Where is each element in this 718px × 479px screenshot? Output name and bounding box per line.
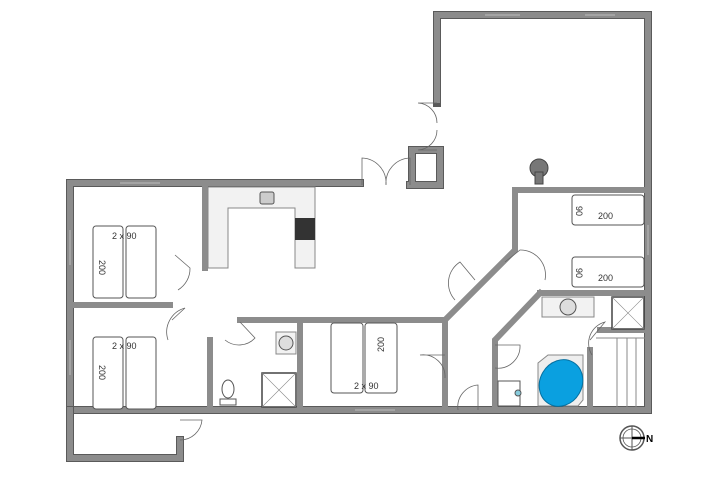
bed-length-label: 200 — [598, 211, 613, 221]
bed-size-label: 2 x 90 — [112, 231, 137, 241]
walls — [66, 11, 652, 462]
bathtub-icon — [538, 359, 584, 407]
bedroom-2-beds: 2 x 90 200 — [92, 336, 157, 410]
cooktop-icon — [295, 218, 315, 240]
bedroom-1-beds: 2 x 90 200 — [92, 225, 157, 299]
bathroom-2 — [497, 296, 645, 407]
bedroom-4-beds: 90 200 90 200 — [571, 194, 645, 288]
bed-size-label: 2 x 90 — [112, 341, 137, 351]
bed-size-label: 2 x 90 — [354, 381, 379, 391]
sink-icon — [559, 298, 577, 316]
bed-width-label: 90 — [574, 268, 584, 278]
fireplace-icon — [529, 158, 549, 185]
compass-north-label: N — [646, 434, 653, 445]
bed-length-label: 200 — [97, 365, 107, 380]
bed-length-label: 200 — [598, 273, 613, 283]
bed-length-label: 200 — [97, 260, 107, 275]
doors — [166, 102, 607, 441]
bed-width-label: 90 — [574, 206, 584, 216]
sink-icon — [278, 335, 294, 351]
compass-icon: N — [619, 425, 653, 451]
toilet-icon — [221, 379, 235, 399]
bathroom-1 — [219, 331, 297, 408]
kitchen — [207, 186, 316, 269]
sauna-benches — [596, 337, 645, 407]
kitchen-sink-icon — [259, 191, 275, 205]
bed-length-label: 200 — [376, 337, 386, 352]
bedroom-3-beds: 2 x 90 200 — [330, 322, 398, 394]
windows — [69, 14, 649, 411]
